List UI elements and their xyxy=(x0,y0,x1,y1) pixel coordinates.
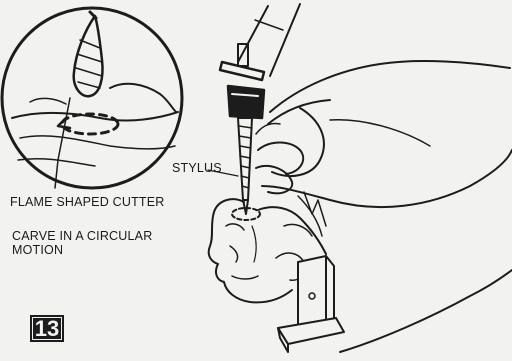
base-block xyxy=(278,256,512,352)
stylus-label: STYLUS xyxy=(172,161,222,175)
hand xyxy=(256,61,512,207)
stylus-rod xyxy=(238,118,252,200)
carve-instruction-line2: MOTION xyxy=(12,243,63,257)
flame-cutter-label: FLAME SHAPED CUTTER xyxy=(10,195,165,209)
step-number-badge: 13 xyxy=(30,315,64,342)
magnified-inset xyxy=(2,8,182,188)
carve-instruction-line1: CARVE IN A CIRCULAR xyxy=(12,229,152,243)
carving-tool xyxy=(208,4,300,214)
